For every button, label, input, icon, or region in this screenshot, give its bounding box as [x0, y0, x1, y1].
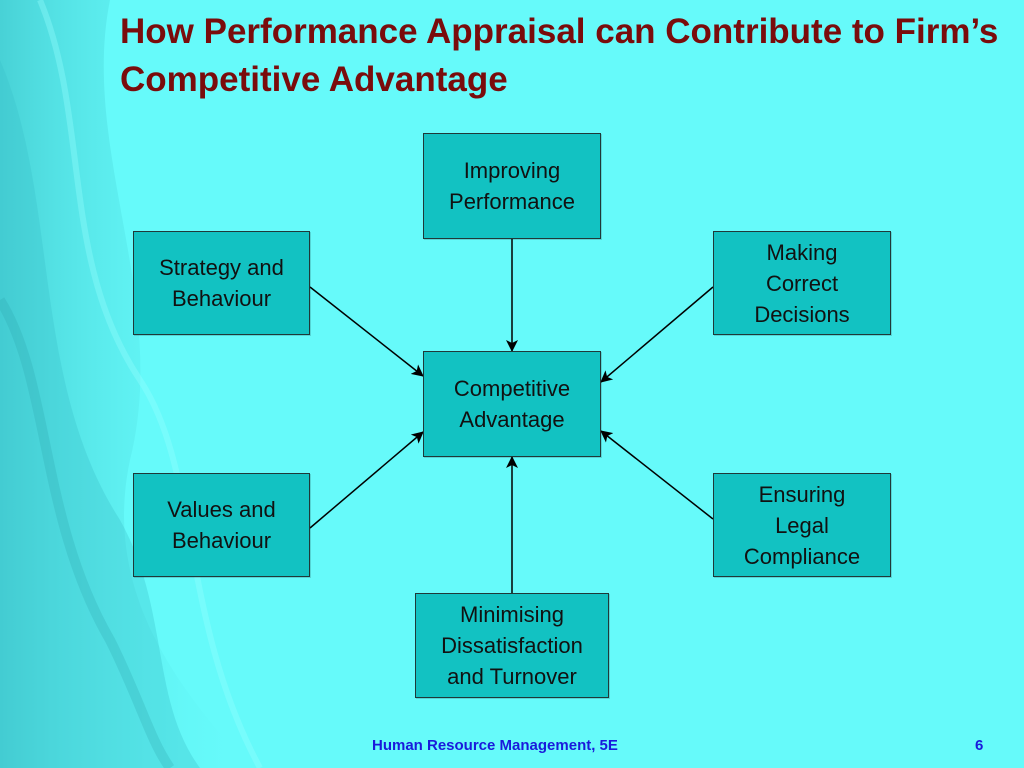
node-strategy-behaviour: Strategy and Behaviour	[133, 231, 310, 335]
node-competitive-advantage: Competitive Advantage	[423, 351, 601, 457]
arrow-strategy-to-center	[309, 286, 424, 377]
node-legal-compliance: Ensuring Legal Compliance	[713, 473, 891, 577]
footer-book-title: Human Resource Management, 5E	[372, 737, 618, 754]
arrow-decisions-to-center	[600, 286, 714, 383]
slide-title: How Performance Appraisal can Contribute…	[120, 12, 999, 99]
arrow-legal-to-center	[600, 430, 714, 520]
page-number: 6	[975, 737, 984, 754]
arrow-values-to-center	[309, 431, 424, 529]
node-improving-performance: Improving Performance	[423, 133, 601, 239]
node-making-decisions: Making Correct Decisions	[713, 231, 891, 335]
node-values-behaviour: Values and Behaviour	[133, 473, 310, 577]
node-minimising-dissatisfaction: Minimising Dissatisfaction and Turnover	[415, 593, 609, 698]
